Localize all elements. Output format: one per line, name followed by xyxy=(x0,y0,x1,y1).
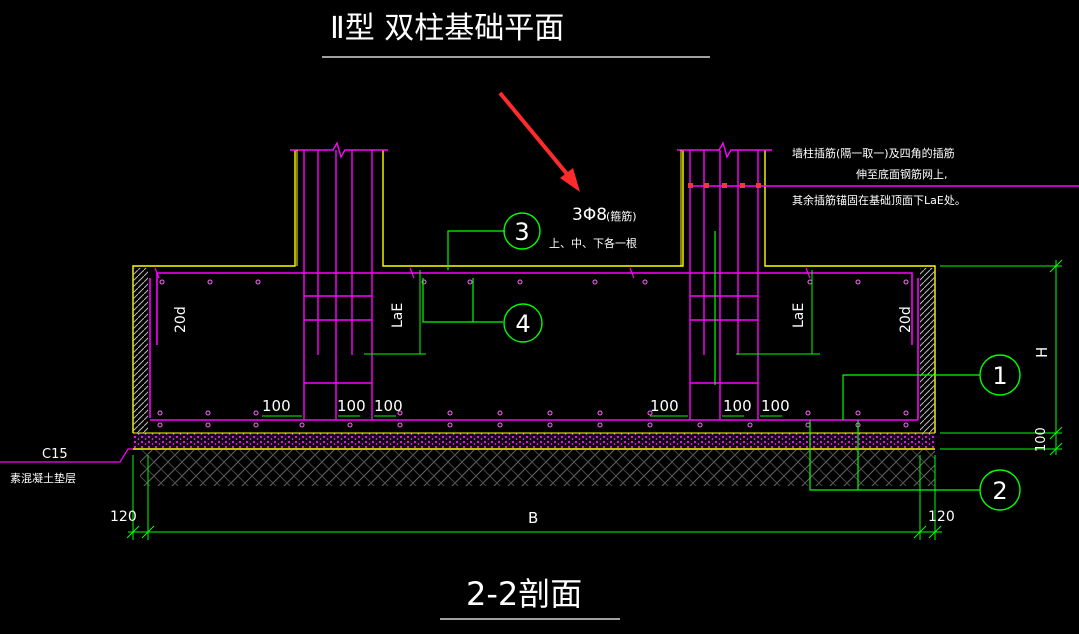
svg-text:1: 1 xyxy=(992,362,1007,390)
right-column-rebars xyxy=(689,150,759,420)
soil-hatch xyxy=(140,450,935,486)
left-wall-hatch xyxy=(133,268,148,433)
cover-dim-6: 100 xyxy=(761,397,790,415)
callout-4: 4 xyxy=(503,303,543,343)
anchor-label-left: LaE xyxy=(390,303,406,328)
edge-dim-left: 120 xyxy=(110,509,137,525)
leader-lines xyxy=(422,230,980,491)
cushion-name: 素混凝土垫层 xyxy=(10,471,76,485)
rebar-marks xyxy=(688,183,761,188)
note-line-1: 墙柱插筋(隔一取一)及四角的插筋 xyxy=(792,146,955,160)
cushion-dim-label: 100 xyxy=(1034,427,1049,452)
cover-dim-2: 100 xyxy=(337,397,366,415)
cover-dim-3: 100 xyxy=(374,397,403,415)
svg-text:2: 2 xyxy=(992,477,1007,505)
note-line-3: 其余插筋锚固在基础顶面下LaE处。 xyxy=(792,193,966,207)
drawing-title: Ⅱ型 双柱基础平面 xyxy=(330,11,564,46)
anchor-dim-left xyxy=(364,270,426,355)
callout-2: 2 xyxy=(979,469,1021,511)
stirrup-type: (箍筋) xyxy=(606,209,637,223)
hook-label-left: 20d xyxy=(173,306,189,333)
width-dims xyxy=(126,455,942,540)
height-dims xyxy=(940,259,1063,456)
anchor-label-right: LaE xyxy=(791,303,807,328)
slab-rebars xyxy=(149,272,919,421)
stirrup-label: 3Φ8 xyxy=(572,205,607,225)
right-wall-hatch xyxy=(920,268,935,433)
height-label: H xyxy=(1033,347,1051,358)
svg-text:4: 4 xyxy=(515,310,530,338)
section-title: 2-2剖面 xyxy=(466,575,582,613)
svg-text:3: 3 xyxy=(514,218,529,246)
hook-label-right: 20d xyxy=(898,306,914,333)
callout-3: 3 xyxy=(503,212,541,250)
bottom-rebar-dots xyxy=(157,410,909,416)
note-line-2: 伸至底面钢筋网上, xyxy=(856,167,948,181)
foundation-outline xyxy=(132,150,936,433)
width-label: B xyxy=(528,509,538,527)
cover-dim-1: 100 xyxy=(262,397,291,415)
red-arrow-icon xyxy=(498,91,580,192)
edge-dim-right: 120 xyxy=(928,509,955,525)
callout-1: 1 xyxy=(979,354,1021,396)
stirrup-position: 上、中、下各一根 xyxy=(549,236,637,250)
column-break-lines xyxy=(290,141,772,159)
cover-dim-4: 100 xyxy=(650,397,679,415)
cushion-grade: C15 xyxy=(42,447,68,462)
left-column-rebars xyxy=(303,150,373,420)
top-rebar-dots xyxy=(159,279,909,285)
anchor-dim-right xyxy=(736,270,820,355)
cover-dim-5: 100 xyxy=(723,397,752,415)
